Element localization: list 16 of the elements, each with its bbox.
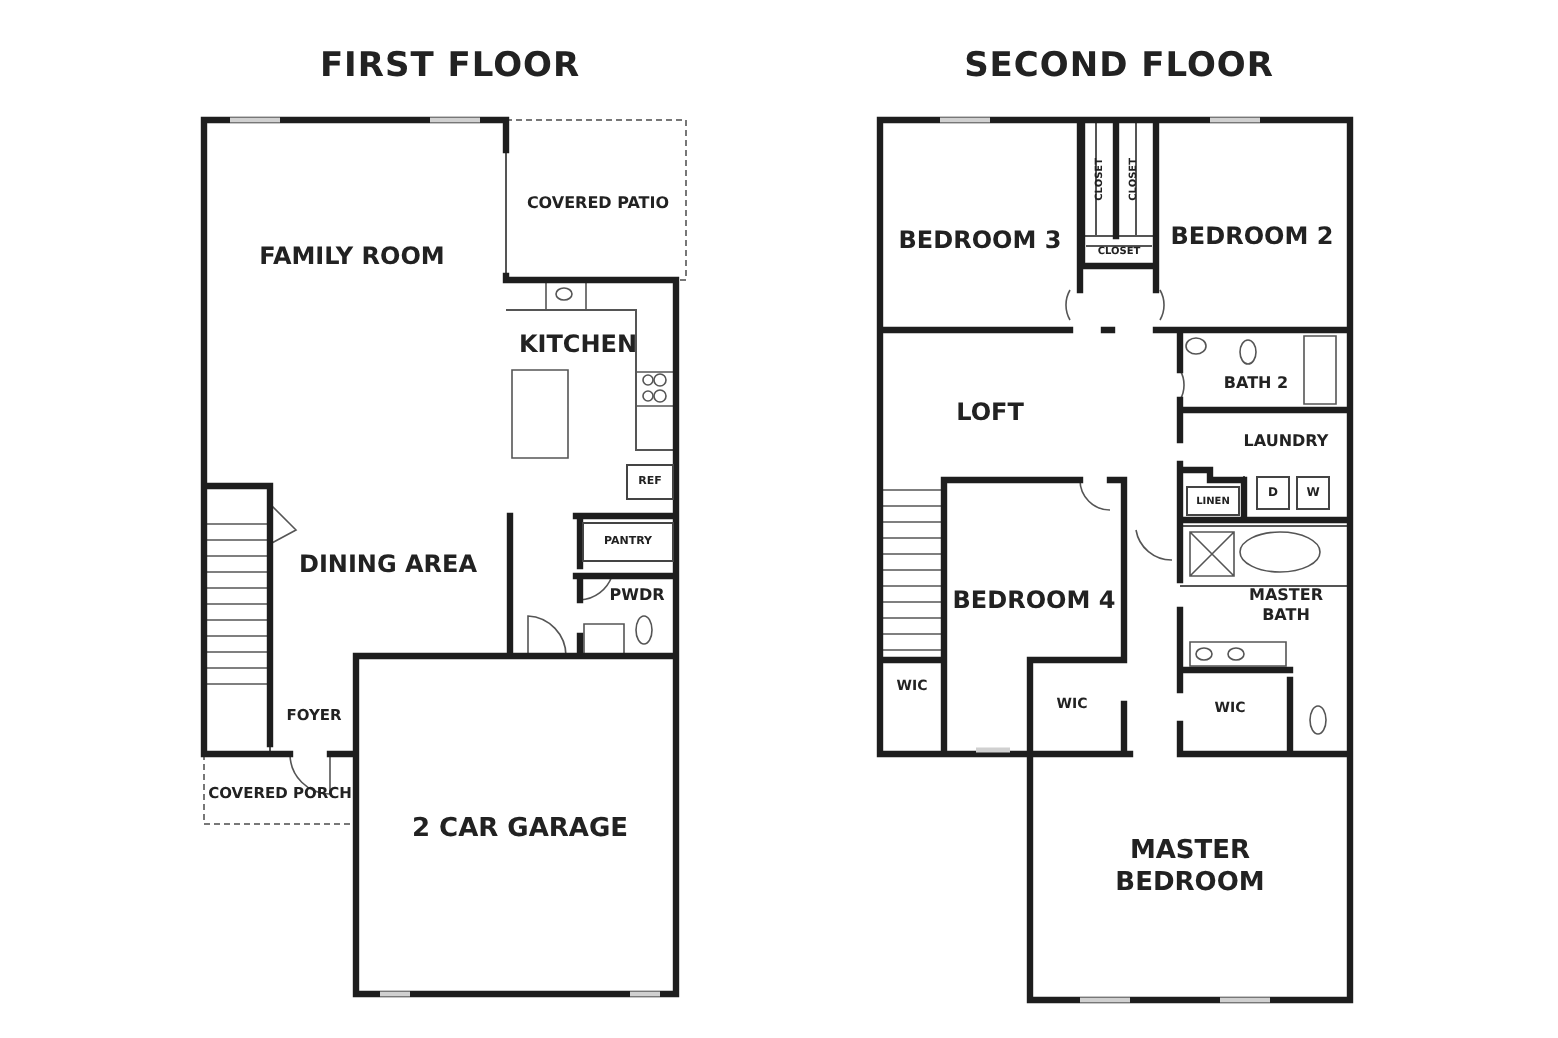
room-label: KITCHEN (516, 324, 640, 364)
room-label: BEDROOM 3 (892, 200, 1068, 280)
floor-heading: SECOND FLOOR (962, 46, 1276, 86)
room-label: BEDROOM 4 (948, 560, 1120, 640)
room-label: 2 CAR GARAGE (400, 786, 640, 874)
floor-heading: FIRST FLOOR (317, 46, 583, 86)
room-label: PWDR (600, 580, 674, 610)
room-label: MASTER BATH (1224, 578, 1348, 634)
room-label: FAMILY ROOM (230, 216, 474, 296)
room-label: LOFT (924, 392, 1056, 432)
room-label: BATH 2 (1212, 370, 1300, 398)
room-label: COVERED PATIO (520, 172, 676, 236)
room-label: LAUNDRY (1228, 428, 1344, 456)
room-label: DINING AREA (280, 524, 496, 604)
room-label: MASTER BEDROOM (1060, 824, 1320, 912)
room-label: BEDROOM 2 (1164, 196, 1340, 276)
